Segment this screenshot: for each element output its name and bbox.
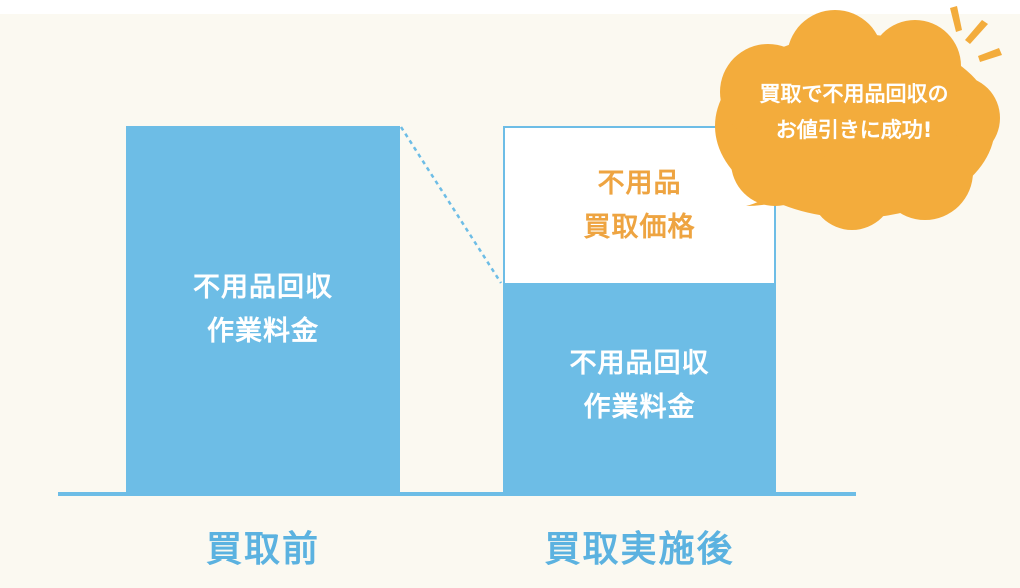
emphasis-rays [950, 6, 1002, 62]
bar-before-line-1: 不用品回収 [193, 272, 333, 303]
emphasis-ray-2 [965, 20, 988, 44]
callout-line-2: お値引きに成功! [775, 118, 933, 142]
bar-after-collection-line-2: 作業料金 [583, 392, 696, 423]
bar-after-collection-text: 不用品回収 作業料金 [503, 342, 776, 430]
bar-before-text: 不用品回収 作業料金 [126, 266, 400, 354]
bar-after-buyback-line-2: 買取価格 [583, 212, 696, 243]
bar-before-collection-fee: 不用品回収 作業料金 [126, 126, 400, 494]
callout-bubble [715, 10, 1000, 230]
bar-after-collection-fee: 不用品回収 作業料金 [503, 283, 776, 494]
bar-after-buyback-line-1: 不用品 [597, 168, 682, 199]
label-before: 買取前 [205, 529, 320, 570]
emphasis-ray-3 [978, 48, 1002, 62]
bar-after-buyback-text: 不用品 買取価格 [505, 162, 774, 250]
bar-after-buyback-price: 不用品 買取価格 [503, 126, 776, 283]
baseline [58, 492, 856, 496]
bar-before-line-2: 作業料金 [207, 316, 319, 347]
dashed-connector-line [399, 126, 503, 284]
callout-line-1: 買取で不用品回収の [759, 82, 949, 106]
bar-after-collection-line-1: 不用品回収 [569, 348, 710, 379]
callout-text: 買取で不用品回収の お値引きに成功! [724, 76, 984, 148]
emphasis-ray-1 [950, 6, 962, 32]
label-after: 買取実施後 [544, 529, 735, 570]
